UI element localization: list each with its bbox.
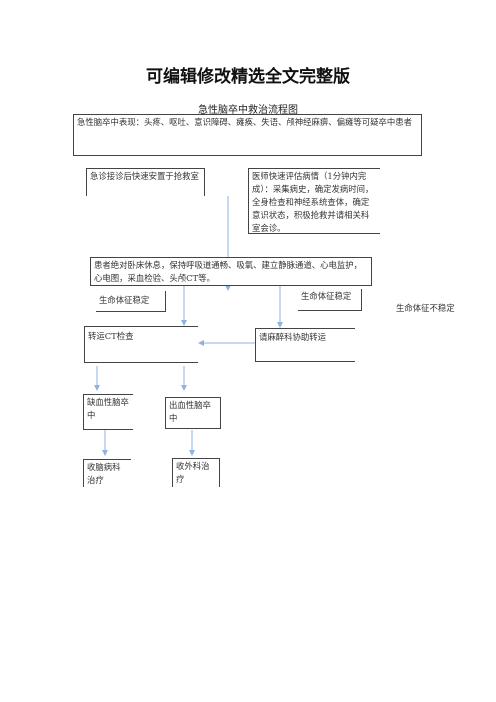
hemorrhagic-stroke-text: 出血性脑卒中 [169,400,211,423]
vitals-unstable-label: 生命体征不稳定 [396,303,455,313]
ischemic-stroke-text: 缺血性脑卒中 [87,397,129,420]
vitals-stable-left-box: 生命体征稳定 [96,291,166,312]
page-title: 可编辑修改精选全文完整版 [146,67,350,87]
patient-care-box: 患者绝对卧床休息，保持呼吸道通畅、吸氧、建立静脉通道、心电监护，心电图，采血检验… [90,257,372,286]
vitals-stable-left-text: 生命体征稳定 [99,295,150,305]
ct-transfer-text: 转运CT检查 [88,331,134,341]
hemorrhagic-stroke-box: 出血性脑卒中 [165,397,221,429]
doctor-assessment-text: 医师快速评估病情（1分钟内完成）：采集病史，确定发病时间，全身检查和神经系统查体… [252,171,374,233]
neurology-treatment-text: 收脑病科治疗 [87,462,121,485]
symptoms-box: 急性脑卒中表现：头疼、呕吐、意识障碍、瘫痪、失语、颅神经麻痹、偏瘫等可疑卒中患者 [73,114,422,156]
ct-transfer-box: 转运CT检查 [84,326,198,363]
vitals-stable-right-box: 生命体征稳定 [298,289,362,311]
anesthesia-assist-text: 请麻醉科协助转运 [259,332,326,342]
anesthesia-assist-box: 请麻醉科协助转运 [255,328,355,362]
neurosurgery-treatment-text: 收外科治疗 [176,461,210,484]
neurology-treatment-box: 收脑病科治疗 [83,459,131,487]
patient-care-text: 患者绝对卧床休息，保持呼吸道通畅、吸氧、建立静脉通道、心电监护，心电图，采血检验… [94,260,362,283]
vitals-stable-right-text: 生命体征稳定 [301,291,352,301]
triage-box: 急诊接诊后快速安置于抢救室 [86,168,205,196]
ischemic-stroke-box: 缺血性脑卒中 [83,394,133,430]
doctor-assessment-box: 医师快速评估病情（1分钟内完成）：采集病史，确定发病时间，全身检查和神经系统查体… [248,168,380,234]
triage-text: 急诊接诊后快速安置于抢救室 [90,171,199,181]
symptoms-text: 急性脑卒中表现：头疼、呕吐、意识障碍、瘫痪、失语、颅神经麻痹、偏瘫等可疑卒中患者 [77,117,412,127]
neurosurgery-treatment-box: 收外科治疗 [172,458,220,487]
flowchart-title: 急性脑卒中救治流程图 [198,105,298,116]
